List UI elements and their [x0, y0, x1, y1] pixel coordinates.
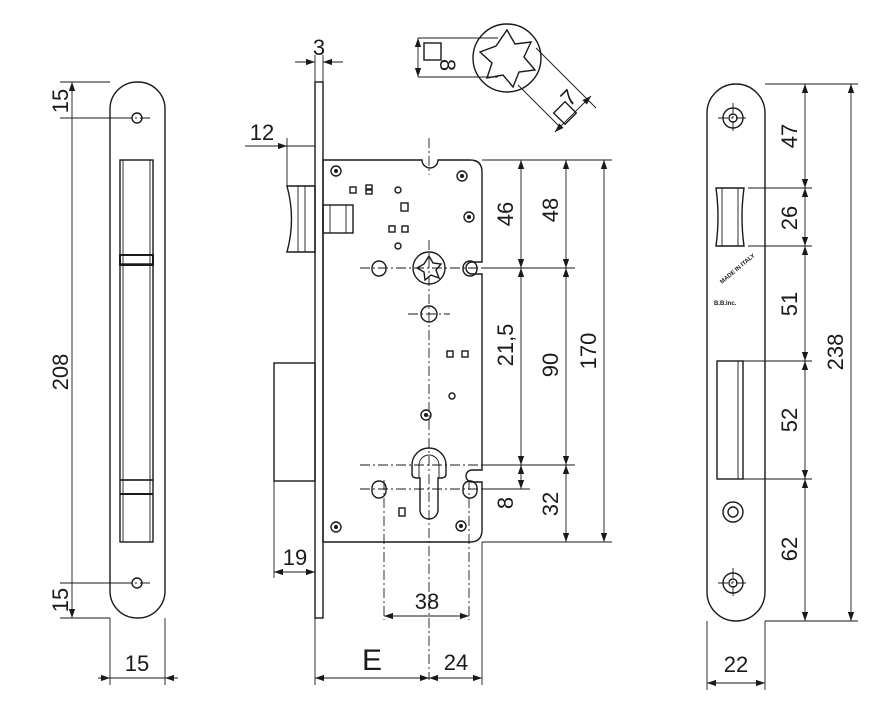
- dim-47: 47: [777, 124, 802, 148]
- faceplate-lower-window: [119, 479, 154, 543]
- square-8-symbol: [423, 42, 442, 61]
- dim-8: 8: [493, 497, 518, 509]
- dim-170: 170: [576, 333, 601, 370]
- dim-90: 90: [538, 353, 563, 377]
- lock-body-view: 3 12 19 E 24 38 46 21,5 8 48 90: [245, 35, 612, 685]
- dim-faceplate-height: 208: [48, 354, 73, 391]
- case-screw-bl: [330, 521, 342, 533]
- dim-46: 46: [493, 202, 518, 226]
- cylinder-fixing-right: [462, 480, 478, 499]
- strike-latch-slot: [715, 187, 745, 247]
- dim-51: 51: [777, 292, 802, 316]
- square-7-symbol: [552, 100, 578, 126]
- fixing-hole-right: [462, 260, 478, 277]
- dim-faceplate-bottom-hole: 15: [48, 588, 73, 612]
- faceplate-latch-window: [119, 159, 154, 265]
- dim-52: 52: [777, 408, 802, 432]
- dim-strike-width: 22: [724, 652, 748, 677]
- strike-plate-outline: [706, 83, 766, 622]
- dim-plate-thickness: 3: [313, 35, 325, 60]
- dim-26: 26: [777, 206, 802, 230]
- case-screw-tl: [330, 165, 342, 177]
- strike-bottom-screw: [718, 568, 748, 598]
- spindle-star: [478, 28, 537, 89]
- fixing-hole-left: [371, 260, 387, 277]
- lock-case: [322, 159, 483, 543]
- case-screw-tr: [456, 170, 468, 182]
- latch-tail: [322, 204, 354, 234]
- case-screw-mid: [420, 409, 432, 421]
- dim-backset: E: [362, 644, 382, 677]
- case-screw-upper: [463, 211, 475, 223]
- svg-text:MADE IN ITALY: MADE IN ITALY: [719, 253, 756, 285]
- strike-center-hole: [722, 501, 744, 523]
- faceplate-bolt-window: [119, 264, 154, 481]
- spindle-detail: 8 7: [414, 23, 597, 133]
- lock-faceplate-side: [314, 81, 324, 619]
- dim-62: 62: [777, 537, 802, 561]
- case-screw-br: [455, 520, 467, 532]
- spindle-hub: [472, 23, 542, 93]
- dim-right-24: 24: [444, 650, 468, 675]
- dim-238: 238: [823, 334, 848, 371]
- strike-plate-view: MADE IN ITALY B.B.Inc. 47 26 51 52 62 23…: [706, 83, 858, 690]
- strike-stamp: MADE IN ITALY B.B.Inc.: [714, 253, 756, 307]
- cylinder-fixing-left: [371, 480, 387, 499]
- dim-bolt-projection: 19: [283, 545, 307, 570]
- faceplate-view: 208 15 15 15: [48, 81, 178, 685]
- faceplate-outline: [109, 81, 166, 619]
- dim-21-5: 21,5: [493, 324, 518, 367]
- svg-text:B.B.Inc.: B.B.Inc.: [714, 301, 737, 307]
- dim-latch-projection: 12: [250, 120, 274, 145]
- dim-centers-38: 38: [415, 589, 439, 614]
- dim-faceplate-top-hole: 15: [48, 89, 73, 113]
- latch-bolt: [286, 185, 316, 253]
- strike-bolt-slot: [716, 360, 744, 480]
- dim-square-8: 8: [435, 59, 460, 71]
- dim-48: 48: [538, 198, 563, 222]
- dim-32: 32: [538, 492, 563, 516]
- dead-bolt: [273, 362, 316, 482]
- strike-top-screw: [718, 103, 748, 133]
- dim-faceplate-width: 15: [125, 651, 149, 676]
